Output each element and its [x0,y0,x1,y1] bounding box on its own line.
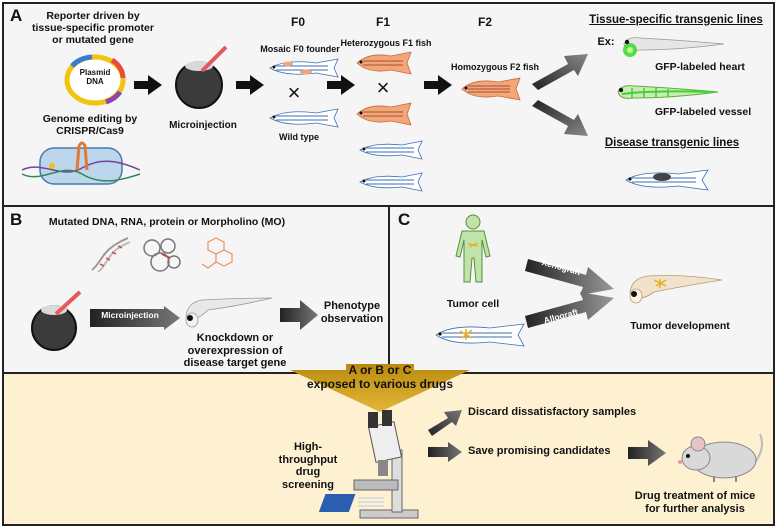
mosaic-text: Mosaic F0 founder [260,44,340,54]
tumor-larva-icon [629,275,723,304]
wild-type-text: Wild type [279,132,319,142]
panel-b-label: B [10,210,23,229]
mosaic-fish-icon [269,58,339,78]
microinjection-text-b: Microinjection [101,310,159,320]
gfp-vessel-larva-icon [617,85,719,99]
f1-fish-top-icon [356,51,412,75]
arrow-to-discard [428,410,462,436]
tissue-lines-title: Tissue-specific transgenic lines [589,14,763,26]
plasmid-text: Plasmid DNA [79,68,111,87]
panel-c-label: C [398,210,411,229]
arrow-to-f2 [424,75,452,95]
plasmid-dna-icon [64,54,126,106]
protein-structure-icon [143,238,181,272]
phenotype-text: Phenotype observation [320,300,384,325]
gfp-heart-text: GFP-labeled heart [655,61,745,73]
arrow-to-microinjection [134,75,162,95]
genome-editing-text: Genome editing by CRISPR/Cas9 [42,113,138,138]
dna-molecule-icon [91,237,131,273]
panel-a [2,2,775,207]
allograft-arrow [525,292,614,328]
arrow-to-save [428,442,462,462]
microinjection-text-a: Microinjection [169,120,237,131]
tumor-fish-icon [435,323,525,347]
mice-text: Drug treatment of mice for further analy… [634,490,756,515]
embryo-injection-icon [175,45,228,109]
mouse-icon [678,433,763,482]
human-figure-icon [455,214,491,283]
arrow-to-f1 [327,75,355,95]
disease-lines-title: Disease transgenic lines [604,137,740,149]
arrow-to-tissue-lines [532,54,588,90]
knockdown-text: Knockdown or overexpression of disease t… [183,332,287,370]
hts-text: High- throughput drug screening [278,441,338,491]
disease-fish-icon [625,169,709,191]
banner-text: A or B or C exposed to various drugs [306,363,454,391]
arrow-to-disease-lines [532,100,588,136]
reporter-text: Reporter driven by tissue-specific promo… [32,10,154,47]
microinjection-arrow-b [90,306,180,330]
f1-fish-bottom-icon [356,102,412,126]
microscope-icon [318,410,419,519]
f1-label: F1 [375,15,390,29]
panel-b-title: Mutated DNA, RNA, protein or Morpholino … [48,216,286,228]
gfp-heart-larva-icon [623,37,725,57]
arrow-to-phenotype [280,300,318,330]
crispr-cas9-icon [21,141,141,185]
drug-exposure-banner [290,364,470,412]
ex-label: Ex: [597,36,615,48]
heterozygous-text: Heterozygous F1 fish [340,38,432,48]
f1-wild-fish-2-icon [359,172,423,192]
xenograft-arrow [525,259,614,295]
morpholino-icon [201,237,233,269]
f2-label: F2 [477,15,492,29]
arrow-to-mice [628,440,666,466]
panel-a-label: A [10,6,23,25]
wild-type-fish-icon [269,108,339,128]
larva-b-icon [185,297,273,328]
cross-symbol-f0: × [287,80,301,105]
arrow-to-f0 [236,75,264,95]
homozygous-text: Homozygous F2 fish [450,62,539,72]
cross-symbol-f1: × [376,75,390,100]
f1-wild-fish-1-icon [359,140,423,160]
gfp-vessel-text: GFP-labeled vessel [654,106,752,118]
f0-label: F0 [290,15,305,29]
f2-fish-icon [461,77,521,101]
discard-text: Discard dissatisfactory samples [468,406,637,418]
embryo-injection-b-icon [31,290,82,351]
tumor-cell-text: Tumor cell [446,298,500,310]
save-text: Save promising candidates [468,445,611,457]
tumor-dev-text: Tumor development [630,320,730,332]
